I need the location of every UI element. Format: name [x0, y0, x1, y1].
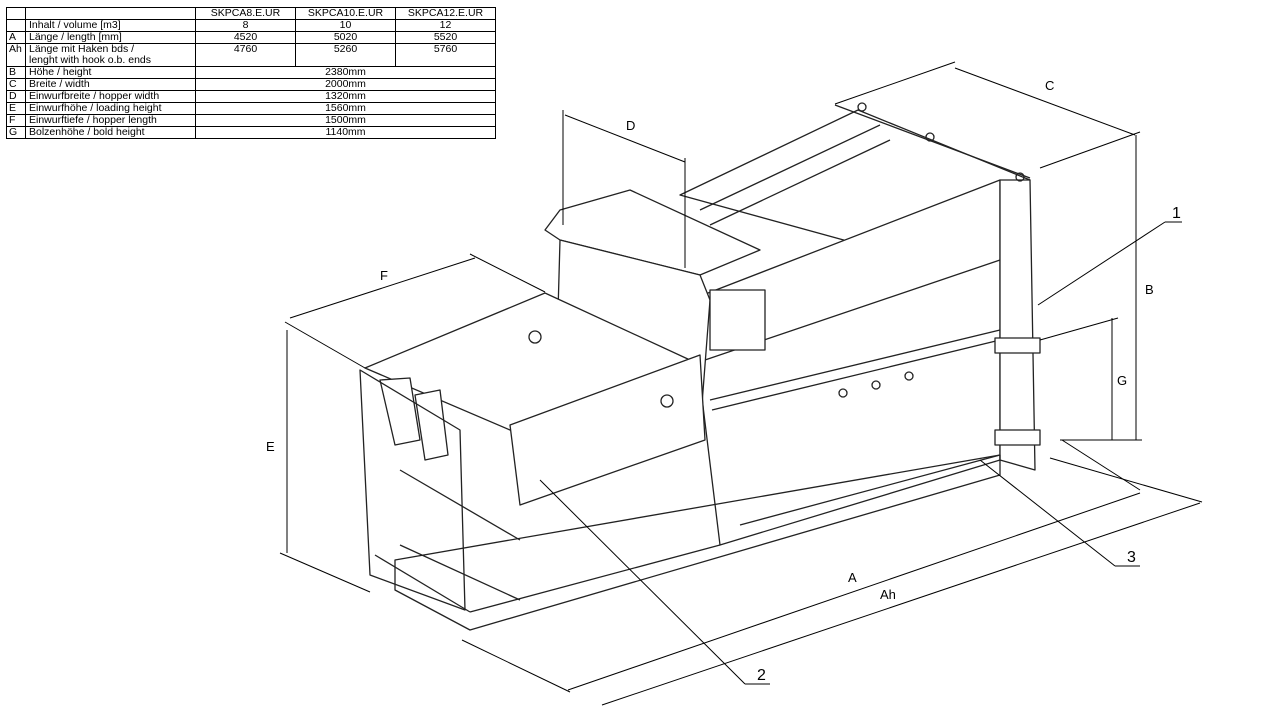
lift-arm — [379, 377, 421, 446]
row-label-line1: Länge mit Haken bds / — [29, 43, 135, 55]
label-g: G — [1117, 373, 1127, 388]
label-c: C — [1045, 78, 1054, 93]
locking-bar — [994, 429, 1041, 446]
table-row: Ah Länge mit Haken bds /lenght with hook… — [6, 43, 496, 67]
leader-2 — [539, 479, 746, 685]
base-frame — [359, 369, 466, 611]
label-d: D — [626, 118, 635, 133]
ext-line — [1039, 131, 1141, 169]
hinge-pin — [1015, 172, 1025, 182]
table-row: G Bolzenhöhe / bold height 1140mm — [6, 126, 496, 139]
bolt — [528, 330, 542, 344]
ext-line — [1039, 317, 1119, 341]
rail-line — [709, 329, 1001, 401]
ext-line — [1049, 457, 1203, 503]
hinge-pin — [857, 102, 867, 112]
row-label-line2: lenght with hook o.b. ends — [29, 54, 152, 66]
callout-2: 2 — [757, 667, 766, 684]
table-row: F Einwurftiefe / hopper length 1500mm — [6, 114, 496, 127]
roof-line — [834, 104, 1031, 179]
callout-3: 3 — [1127, 549, 1136, 566]
locking-bar — [994, 337, 1041, 354]
frame-line — [399, 544, 521, 601]
rail-line — [711, 339, 1001, 411]
machine-body — [359, 102, 1041, 631]
row-span-value: 1140mm — [195, 126, 496, 139]
table-row: B Höhe / height 2380mm — [6, 66, 496, 79]
spec-table: SKPCA8.E.UR SKPCA10.E.UR SKPCA12.E.UR In… — [6, 7, 496, 139]
ext-line — [1061, 439, 1141, 491]
table-row: A Länge / length [mm] 4520 5020 5520 — [6, 31, 496, 44]
hinge-pin — [925, 132, 935, 142]
base-frame-rail — [394, 454, 1001, 631]
ext-line — [834, 61, 956, 105]
row-label: Länge mit Haken bds /lenght with hook o.… — [25, 43, 196, 67]
ext-line — [461, 639, 571, 693]
label-ah: Ah — [880, 587, 896, 602]
row-value: 5760 — [395, 43, 496, 67]
row-value: 4760 — [195, 43, 296, 67]
bolt — [660, 394, 674, 408]
frame-line — [399, 469, 521, 541]
bolt — [838, 388, 848, 398]
dim-line-f — [289, 257, 476, 319]
dim-line-ah — [601, 502, 1201, 706]
leader-3 — [979, 459, 1116, 567]
dimension-labels: C B G D F E A Ah 1 2 3 — [266, 78, 1181, 684]
control-panel — [709, 289, 766, 351]
label-f: F — [380, 268, 388, 283]
dimension-lines — [279, 61, 1203, 706]
container-rear-frame — [999, 179, 1036, 471]
roof-line — [699, 124, 881, 211]
frame-line — [469, 544, 721, 613]
hopper-side — [509, 354, 706, 506]
dim-line-d — [564, 114, 686, 163]
leader-1 — [1037, 221, 1166, 306]
bolt — [904, 371, 914, 381]
rail-line — [739, 454, 1001, 526]
bolt — [871, 380, 881, 390]
row-label: Bolzenhöhe / bold height — [25, 126, 196, 139]
callout-1: 1 — [1172, 205, 1181, 222]
dim-line-c — [954, 67, 1136, 136]
table-row: Inhalt / volume [m3] 8 10 12 — [6, 19, 496, 32]
label-a: A — [848, 570, 857, 585]
ext-line — [469, 253, 546, 293]
roof-line — [709, 139, 891, 226]
row-value: 5260 — [295, 43, 396, 67]
frame-line — [374, 554, 471, 613]
label-e: E — [266, 439, 275, 454]
ext-line — [279, 552, 371, 593]
label-b: B — [1145, 282, 1154, 297]
ext-line — [284, 321, 366, 369]
dim-line-a — [567, 492, 1141, 691]
